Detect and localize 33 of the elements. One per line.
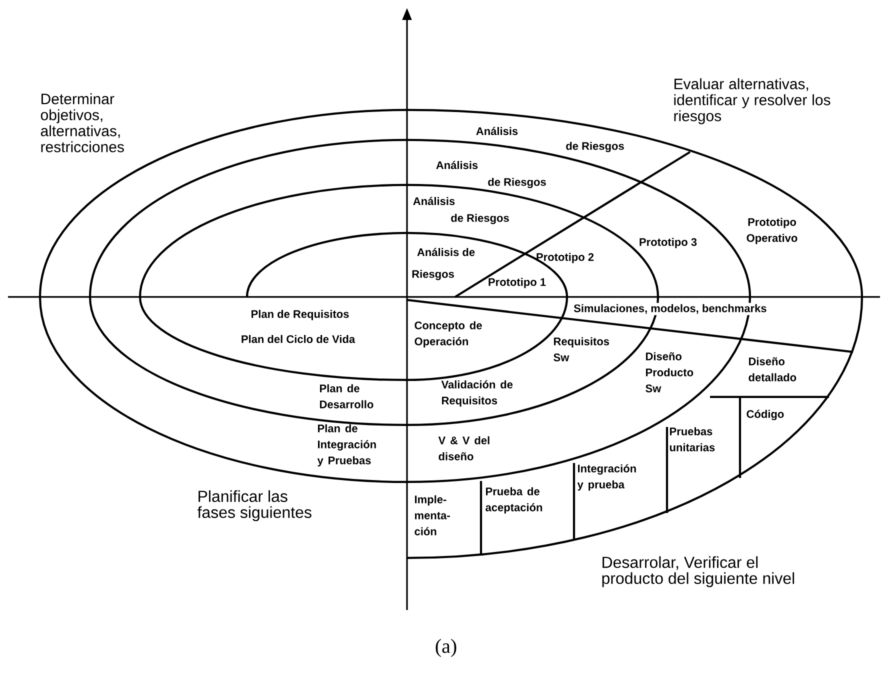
quadrant-label: Desarrolar, Verificar el producto del siguiente nivel — [602, 556, 794, 588]
region-label: de Riesgos — [451, 214, 509, 224]
region-label: Código — [746, 410, 784, 420]
region-label: de Riesgos — [488, 178, 546, 188]
region-label: Pruebas unitarias — [670, 427, 715, 452]
region-label: V & V del diseño — [438, 436, 490, 460]
region-label: Análisis — [476, 126, 518, 136]
region-label: Plan de Requisitos — [252, 310, 349, 320]
region-label: de Riesgos — [566, 142, 624, 152]
region-label: Integración y prueba — [577, 464, 636, 491]
region-label: Prueba de aceptación — [486, 487, 542, 514]
region-label: Análisis de — [417, 248, 475, 256]
region-label: Simulaciones, modelos, benchmarks — [572, 302, 768, 316]
region-label: Validación de Requisitos — [441, 380, 513, 407]
region-label: Prototipo 3 — [640, 238, 697, 248]
region-label: Riesgos — [412, 270, 454, 280]
region-label: Requisitos Sw — [554, 337, 610, 362]
region-label: Análisis — [413, 196, 455, 206]
region-label: Análisis — [436, 160, 478, 170]
region-label: Prototipo 2 — [536, 252, 594, 264]
caption: (a) — [436, 638, 456, 658]
quadrant-label: Planificar las fases siguientes — [198, 490, 312, 522]
region-label: Plan de Integración y Pruebas — [317, 424, 376, 466]
region-label: Plan del Ciclo de Vida — [242, 334, 356, 344]
region-label: Diseño detallado — [748, 357, 796, 382]
region-label: Prototipo 1 — [488, 278, 546, 288]
region-label: Imple- menta- ción — [414, 495, 450, 536]
region-label: Concepto de Operación — [414, 321, 482, 348]
region-label: Prototipo Operativo — [746, 218, 798, 244]
quadrant-label: Evaluar alternativas, identificar y resolver los riesgos — [674, 78, 830, 124]
region-label: Plan de Desarrollo — [320, 384, 374, 408]
quadrant-label: Determinar objetivos, alternativas, restricciones — [40, 93, 124, 152]
region-label: Diseño Producto Sw — [646, 352, 694, 392]
